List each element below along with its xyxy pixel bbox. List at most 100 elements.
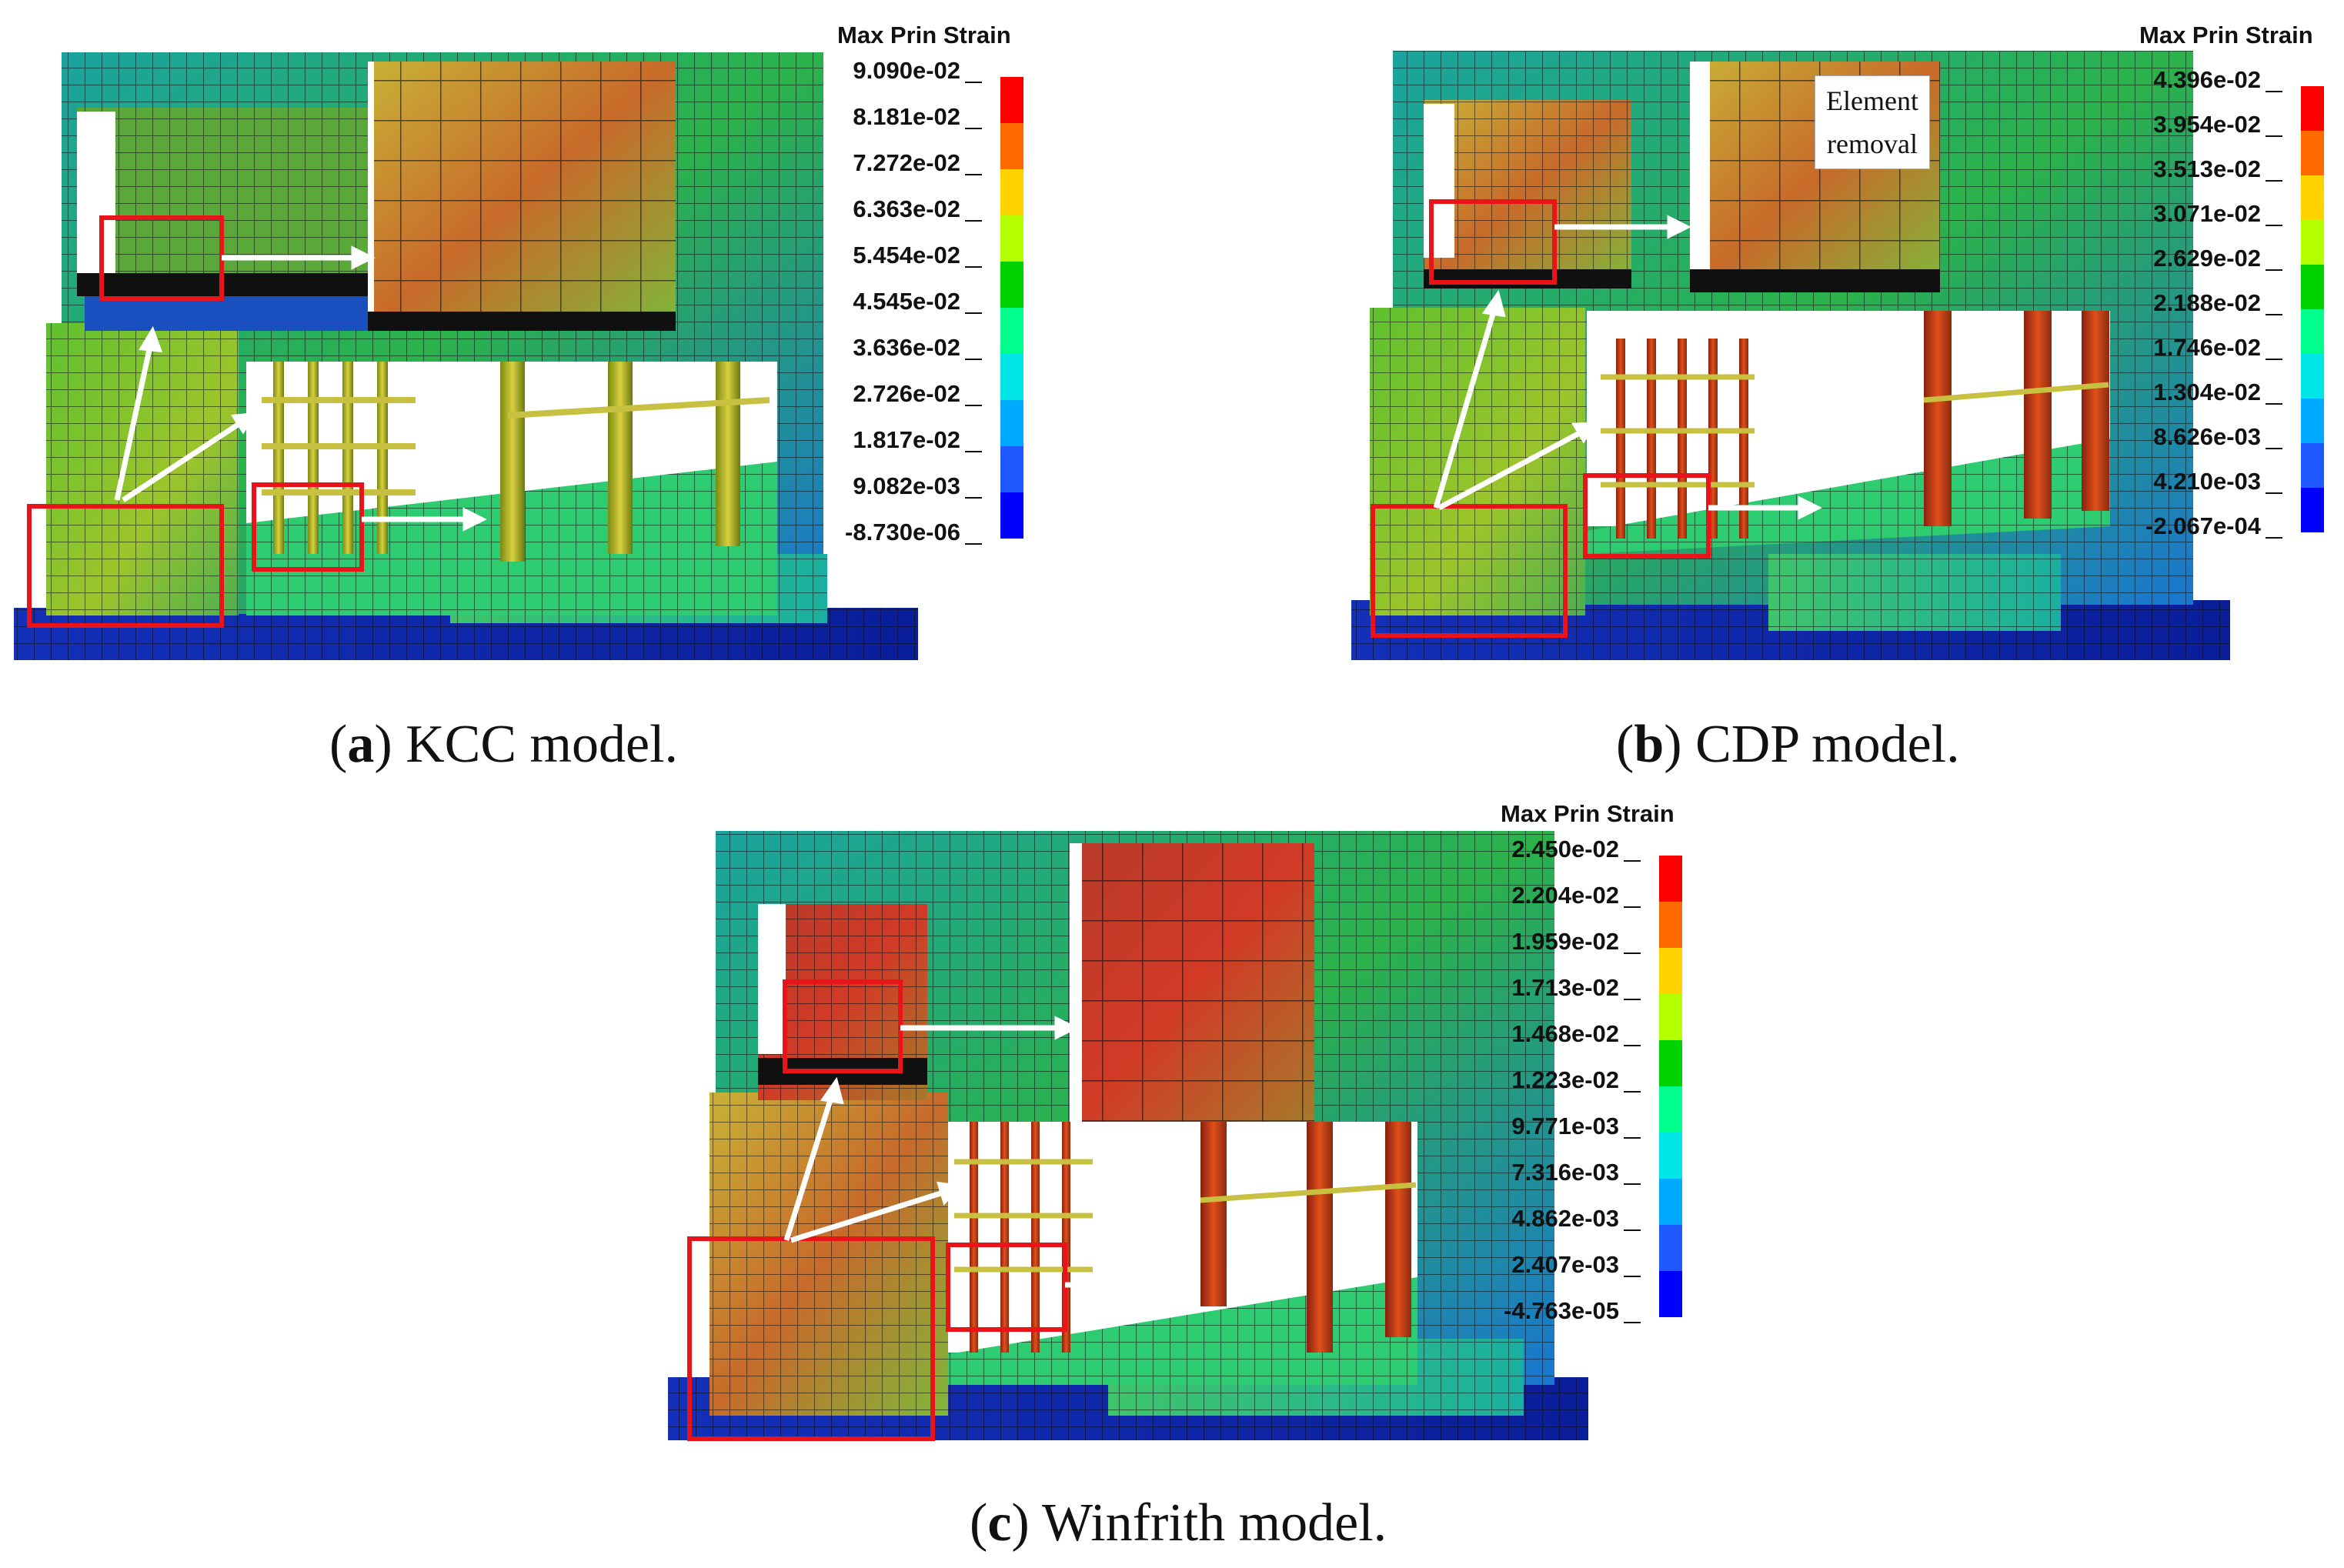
legend-swatch: [1659, 948, 1682, 994]
legend-tick: [1624, 999, 1641, 1000]
legend-value: -8.730e-06: [845, 519, 960, 545]
legend-title: Max Prin Strain: [2139, 22, 2313, 48]
legend-swatch: [1000, 77, 1023, 123]
legend-swatch: [1659, 902, 1682, 948]
legend-swatch: [1659, 1040, 1682, 1086]
legend-swatch: [1000, 308, 1023, 354]
legend-tick: [965, 312, 982, 314]
legend-tick: [965, 82, 982, 83]
legend-swatch: [1000, 123, 1023, 169]
legend-tick: [1624, 1183, 1641, 1185]
legend-tick: [2266, 180, 2282, 182]
legend-swatch: [1000, 400, 1023, 446]
legend-swatch: [1000, 215, 1023, 262]
legend-tick: [2266, 492, 2282, 494]
caption-winfrith: (c) Winfrith model.: [970, 1493, 1387, 1553]
legend-value: 9.771e-03: [1511, 1113, 1619, 1139]
legend-tick: [1624, 1276, 1641, 1277]
legend-swatch: [2301, 309, 2324, 354]
legend-swatch: [2301, 175, 2324, 220]
legend-value: 1.959e-02: [1511, 928, 1619, 955]
legend-value: 9.090e-02: [853, 57, 960, 84]
legend-title: Max Prin Strain: [837, 22, 1011, 48]
legend-value: 4.862e-03: [1511, 1205, 1619, 1232]
legend-swatch: [1659, 1225, 1682, 1271]
legend-tick: [2266, 448, 2282, 449]
legend-value: 7.272e-02: [853, 149, 960, 176]
legend-tick: [1624, 1091, 1641, 1093]
legend-value: 1.746e-02: [2153, 334, 2261, 361]
legend-tick: [2266, 314, 2282, 315]
legend-value: 1.304e-02: [2153, 379, 2261, 405]
fe-model-cdp: [1351, 51, 2230, 660]
legend-bar: [1000, 77, 1023, 539]
legend-value: 2.726e-02: [853, 380, 960, 407]
legend-swatch: [1659, 994, 1682, 1040]
legend-tick: [1624, 952, 1641, 954]
legend-tick: [2266, 135, 2282, 137]
legend-value: 2.629e-02: [2153, 245, 2261, 272]
legend-value: 2.188e-02: [2153, 289, 2261, 316]
legend-swatch: [2301, 265, 2324, 309]
legend-value: 8.626e-03: [2153, 423, 2261, 450]
legend-value: 3.636e-02: [853, 334, 960, 361]
legend-value: 5.454e-02: [853, 242, 960, 269]
legend-swatch: [1659, 1179, 1682, 1225]
legend-title: Max Prin Strain: [1501, 800, 1675, 827]
legend-value: 8.181e-02: [853, 103, 960, 130]
legend-value: 1.223e-02: [1511, 1066, 1619, 1093]
legend-swatch: [2301, 86, 2324, 131]
legend-swatch: [2301, 354, 2324, 399]
legend-tick: [1624, 1137, 1641, 1139]
legend-swatch: [1000, 492, 1023, 539]
legend-swatch: [1659, 1086, 1682, 1133]
fe-model-winfrith: [668, 831, 1588, 1441]
legend-swatch: [1000, 169, 1023, 215]
caption-letter: b: [1634, 715, 1665, 774]
legend-value: 1.817e-02: [853, 426, 960, 453]
annotation-line-1: Element: [1826, 85, 1918, 116]
legend-swatch: [2301, 220, 2324, 265]
legend-value: 2.204e-02: [1511, 882, 1619, 909]
caption-kcc: (a) KCC model.: [329, 715, 679, 774]
caption-text: KCC model.: [392, 715, 679, 774]
legend-value: 3.513e-02: [2153, 155, 2261, 182]
panel-winfrith: Max Prin Strain 2.450e-02 2.204e-02 1.959e…: [662, 800, 1739, 1568]
panel-kcc: Max Prin Strain 9.090e-02 8.181e-02 7.272e…: [0, 0, 1077, 777]
legend-swatch: [2301, 131, 2324, 175]
legend-tick: [2266, 359, 2282, 360]
legend-value: 2.407e-03: [1511, 1251, 1619, 1278]
legend-tick: [1624, 860, 1641, 862]
legend-value: 2.450e-02: [1511, 836, 1619, 862]
legend-value: 1.713e-02: [1511, 974, 1619, 1001]
panel-cdp: Element removal Max Prin Strain 4.396e-0…: [1339, 0, 2344, 777]
legend-tick: [965, 497, 982, 499]
legend-tick: [965, 220, 982, 222]
legend-value: 1.468e-02: [1511, 1020, 1619, 1047]
fe-model-kcc: [14, 52, 918, 660]
legend-tick: [1624, 906, 1641, 908]
legend-value: -4.763e-05: [1504, 1297, 1619, 1324]
legend-tick: [965, 359, 982, 360]
legend-swatch: [2301, 399, 2324, 443]
legend-tick: [965, 405, 982, 406]
caption-cdp: (b) CDP model.: [1616, 715, 1960, 774]
legend-value: -2.067e-04: [2145, 512, 2261, 539]
caption-letter: a: [347, 715, 375, 774]
legend-swatch: [1000, 446, 1023, 492]
legend-value: 3.954e-02: [2153, 111, 2261, 138]
legend-tick: [2266, 225, 2282, 226]
legend-swatch: [2301, 443, 2324, 488]
element-removal-label: Element removal: [1815, 75, 1930, 169]
legend-value: 9.082e-03: [853, 472, 960, 499]
legend-swatch: [1659, 856, 1682, 902]
legend-tick: [1624, 1045, 1641, 1046]
legend-swatch: [1659, 1133, 1682, 1179]
legend-swatch: [1000, 262, 1023, 308]
legend-bar: [2301, 86, 2324, 532]
legend-value: 4.210e-03: [2153, 468, 2261, 495]
legend-tick: [2266, 269, 2282, 271]
legend-swatch: [2301, 488, 2324, 532]
legend-tick: [965, 543, 982, 545]
caption-text: Winfrith model.: [1029, 1493, 1387, 1553]
